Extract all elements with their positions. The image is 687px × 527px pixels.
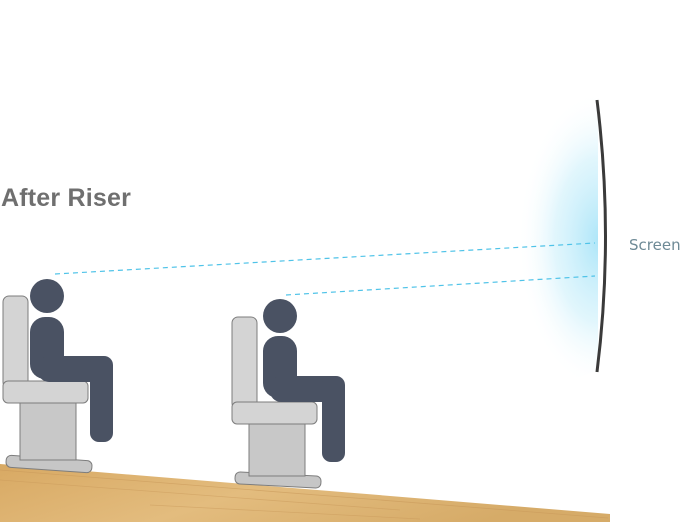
sightline-front-viewer bbox=[285, 275, 596, 296]
rear-viewer bbox=[30, 279, 113, 442]
riser-floor bbox=[0, 464, 610, 522]
front-viewer bbox=[263, 299, 345, 462]
screen-label: Screen bbox=[629, 236, 681, 254]
sightline-rear-viewer bbox=[54, 242, 596, 275]
front-seat bbox=[231, 316, 322, 489]
rear-seat bbox=[2, 295, 93, 474]
diagram-title: After Riser bbox=[1, 184, 132, 212]
screen-surface bbox=[595, 99, 607, 373]
screen-glow bbox=[510, 68, 598, 400]
